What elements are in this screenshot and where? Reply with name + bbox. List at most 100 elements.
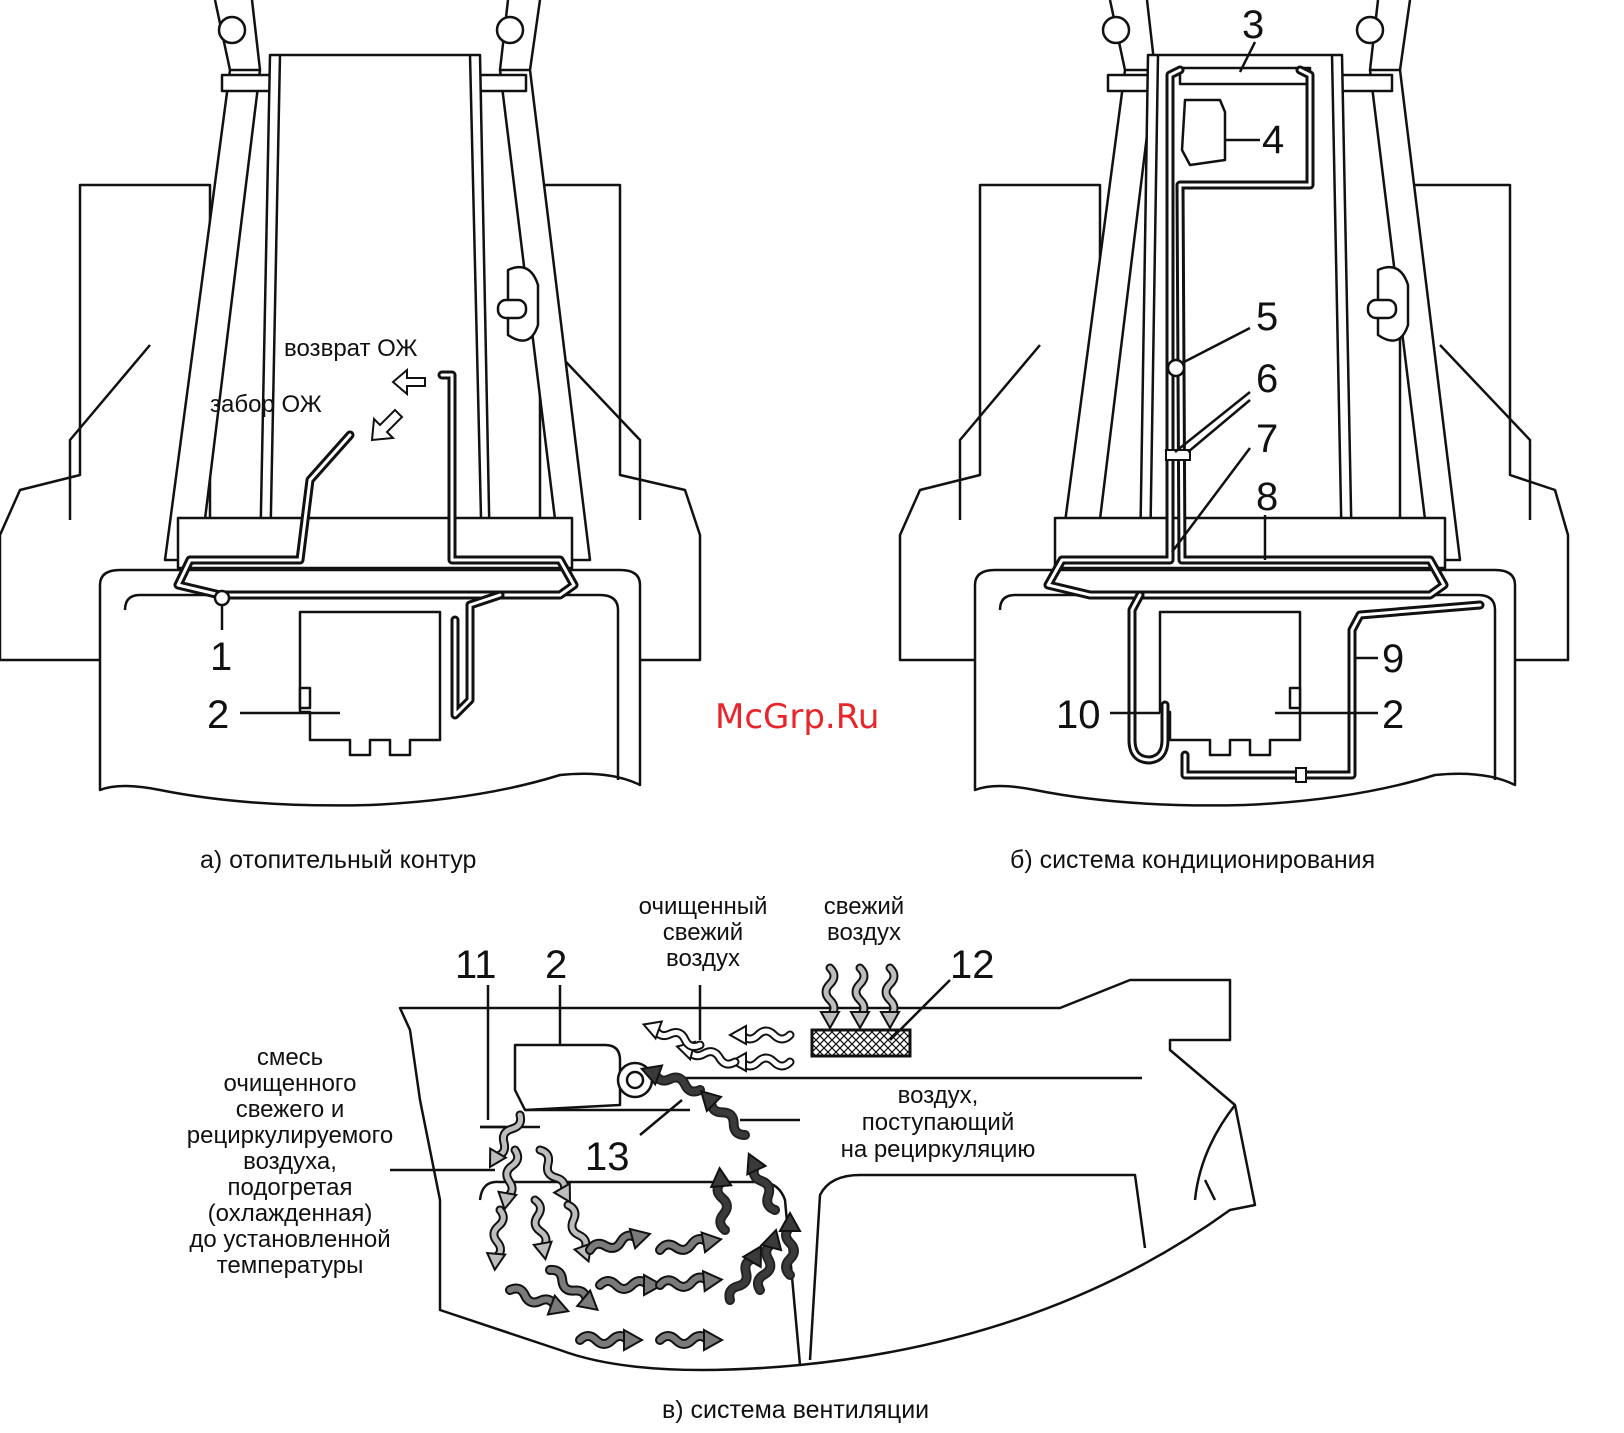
caption-c: в) система вентиляции [662, 1396, 929, 1424]
label-mix-8: до установленной [189, 1226, 390, 1253]
cab-outline-c [398, 978, 1257, 1372]
mixed-air-arrow-6 [560, 1202, 597, 1265]
lower-body-inner-b [998, 593, 1497, 780]
drain-fitting [1295, 767, 1307, 783]
cab-column-inner-b [1148, 54, 1344, 561]
ac-line-main-inner [1046, 68, 1446, 597]
mirror-mount-b [1366, 298, 1398, 320]
leader-12 [889, 979, 951, 1041]
lift-eye-left [217, 15, 247, 45]
circ-arrow-3 [600, 1275, 662, 1295]
callout-8: 8 [1256, 475, 1278, 519]
ac-line-9-inner [1183, 603, 1482, 777]
hvac-unit-b [1158, 610, 1302, 757]
label-mix: смесь очищенного свежего и рециркулируем… [187, 1044, 393, 1279]
blower-hub [625, 1070, 645, 1090]
callout-6: 6 [1256, 357, 1278, 401]
circ-arrow-7 [659, 1270, 723, 1295]
mixed-air-arrow-3 [532, 1146, 578, 1207]
fresh-air-arrow-2 [851, 968, 869, 1028]
label-recirc: воздух, поступающий на рециркуляцию [841, 1082, 1036, 1163]
leader-6a [1174, 391, 1251, 453]
callout-1: 1 [210, 635, 232, 679]
callout-7: 7 [1256, 417, 1278, 461]
label-mix-4: рециркулируемого [187, 1122, 393, 1149]
leader-7 [1171, 447, 1251, 553]
panel-a-heating-circuit: 1 2 возврат ОЖ забор ОЖ а) отопительный … [0, 0, 702, 874]
console-c [808, 1173, 1147, 1361]
callout-9: 9 [1382, 637, 1404, 681]
watermark: McGrp.Ru [715, 697, 879, 737]
coolant-branch-a-inner [453, 593, 502, 717]
label-cleaned-fresh-2: свежий [663, 919, 743, 946]
callout-10: 10 [1056, 693, 1101, 737]
body-line-b1 [958, 344, 1041, 520]
label-recirc-2: поступающий [862, 1109, 1015, 1136]
mixed-air-arrow-4 [486, 1209, 509, 1270]
label-intake: забор ОЖ [210, 391, 322, 418]
recirc-arrow-in [694, 1084, 752, 1142]
caption-a: а) отопительный контур [200, 846, 476, 874]
callout-12: 12 [950, 943, 995, 987]
label-mix-1: смесь [257, 1044, 323, 1071]
fitting-6 [1165, 449, 1191, 461]
unit-port-a [298, 686, 312, 710]
callout-2b: 2 [1382, 693, 1404, 737]
callout-11: 11 [455, 943, 497, 987]
cleaned-air-arrow-1 [730, 1026, 790, 1044]
label-fresh-1: свежий [824, 893, 904, 920]
fresh-air-arrow-1 [821, 968, 839, 1028]
cleaned-air-arrow-4 [641, 1016, 704, 1053]
circ-arrow-5 [580, 1330, 642, 1350]
circ-arrow-8 [658, 1229, 723, 1259]
body-line-a1 [68, 344, 151, 520]
circ-arrow-6 [660, 1330, 722, 1350]
leader-13 [639, 1099, 683, 1136]
lower-body-inner-a [123, 593, 620, 780]
return-arrow-4 [710, 1167, 735, 1231]
intake-arrow-icon [370, 408, 404, 442]
callout-2c: 2 [545, 943, 567, 987]
label-mix-5: воздуха, [243, 1148, 337, 1175]
body-line-b2 [1439, 344, 1532, 520]
seat-c [478, 1180, 802, 1366]
mixed-air-arrow-5 [526, 1198, 554, 1260]
return-arrow-3 [780, 1213, 800, 1275]
label-mix-2: очищенного [224, 1070, 357, 1097]
coolant-loop-a-inner [176, 373, 576, 597]
callout-3: 3 [1242, 3, 1264, 47]
unit-port-b [1288, 686, 1302, 710]
label-cleaned-fresh-3: воздух [666, 945, 740, 972]
label-mix-3: свежего и [236, 1096, 345, 1123]
receiver-4 [1180, 98, 1227, 167]
ac-line-10-inner [1130, 593, 1167, 762]
label-fresh-2: воздух [827, 919, 901, 946]
caption-b: б) система кондиционирования [1010, 846, 1375, 874]
callout-2a: 2 [207, 693, 229, 737]
label-recirc-3: на рециркуляцию [841, 1136, 1036, 1163]
hvac-unit-a [298, 610, 442, 757]
circ-arrow-4 [587, 1224, 652, 1259]
leader-3 [1238, 41, 1257, 73]
label-cleaned-fresh: очищенный свежий воздух [639, 893, 768, 972]
hvac-unit-c [513, 1043, 622, 1112]
label-mix-6: подогретая [228, 1174, 353, 1201]
leader-6b [1187, 399, 1251, 453]
label-cleaned-fresh-1: очищенный [639, 893, 768, 920]
lift-eye-right-b [1355, 15, 1385, 45]
fresh-air-arrow-3 [881, 968, 899, 1028]
condenser-3 [1178, 66, 1312, 86]
label-mix-9: температуры [217, 1252, 364, 1279]
label-recirc-1: воздух, [898, 1082, 979, 1109]
callout-13: 13 [585, 1135, 630, 1179]
cab-column-inner [268, 54, 484, 561]
lift-eye-right [495, 15, 525, 45]
body-line-a2 [549, 344, 642, 520]
sensor-1 [213, 589, 231, 607]
fresh-air-filter-12 [810, 1028, 912, 1058]
panel-b-ac-system: 3 4 5 6 7 8 9 10 2 б) система кондициони… [898, 0, 1570, 874]
lift-eye-left-b [1101, 15, 1131, 45]
valve-5 [1166, 358, 1186, 378]
label-fresh: свежий воздух [824, 893, 904, 946]
